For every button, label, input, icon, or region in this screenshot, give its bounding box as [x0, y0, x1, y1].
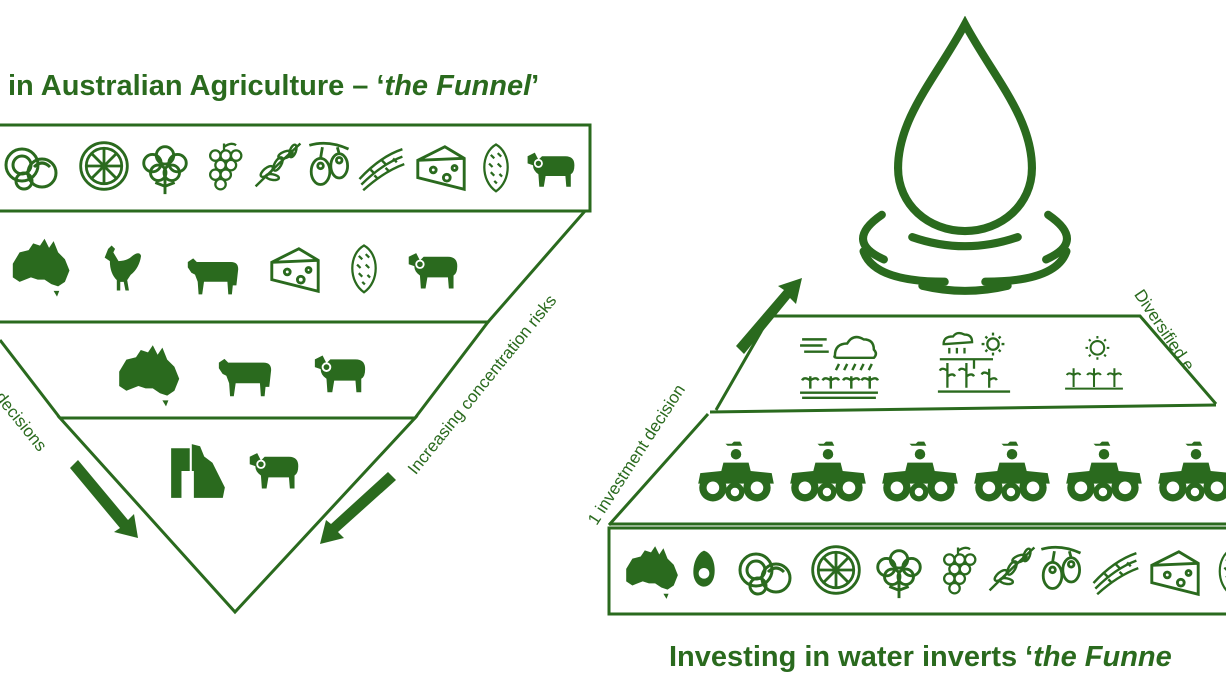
left-tier-1-box — [0, 123, 592, 213]
right-tier-3-box — [607, 526, 1226, 616]
coconut-icon — [4, 147, 58, 191]
sugarcane-icon — [358, 147, 406, 192]
australia-map-icon — [626, 546, 678, 599]
left-funnel-side-left — [0, 339, 62, 419]
right-tier-2-outline — [607, 413, 1226, 526]
cow-icon — [218, 358, 272, 397]
right-funnel — [607, 314, 1226, 616]
right-tier-1-outline — [714, 314, 1218, 411]
cattle-icon — [313, 354, 367, 394]
right-title-prefix: Investing in water inverts ‘ — [669, 641, 1034, 673]
left-tier-4-outline — [56, 416, 419, 615]
cotton-icon — [876, 549, 922, 600]
right-tier-1-icons — [798, 331, 1124, 400]
chicken-icon — [104, 245, 142, 291]
right-tier-2-icons — [698, 441, 1226, 502]
cattle-icon — [248, 451, 300, 490]
left-title-prefix: in Australian Agriculture – ‘ — [8, 70, 385, 102]
sunny-crops-icon — [1064, 334, 1124, 390]
cotton-icon — [142, 145, 188, 196]
grapes-icon — [942, 546, 977, 595]
olives-icon — [307, 141, 351, 187]
olive-branch-icon — [988, 546, 1036, 592]
tractor-icon — [698, 441, 774, 502]
australia-map-icon — [12, 238, 70, 297]
water-drop-icon — [863, 24, 1067, 291]
olives-icon — [1039, 545, 1083, 591]
left-title-suffix: ’ — [531, 70, 540, 102]
right-tier-divider-1 — [709, 403, 1217, 414]
cow-icon — [187, 258, 239, 295]
queensland-map-icon — [171, 444, 225, 498]
left-arrows — [70, 460, 396, 544]
citrus-slice-icon — [811, 545, 861, 595]
right-arrows — [736, 278, 802, 354]
almond-icon — [350, 243, 378, 294]
left-tier-3-icons — [119, 345, 367, 407]
cheese-icon — [1150, 550, 1200, 596]
left-tier-2-icons — [12, 238, 459, 297]
tractor-icon — [974, 441, 1050, 502]
avocado-icon — [693, 550, 715, 587]
right-funnel-title: Investing in water inverts ‘the Funne — [669, 641, 1172, 674]
left-arrow-down-left — [320, 472, 396, 544]
tractor-icon — [1158, 441, 1226, 502]
left-title-emphasis: the Funnel — [384, 70, 532, 102]
right-arrow-up-right — [736, 278, 802, 354]
grapes-icon — [208, 142, 243, 191]
tractor-icon — [882, 441, 958, 502]
cattle-icon — [526, 151, 576, 188]
right-tier-3-icons — [626, 545, 1226, 600]
left-tier-1-icons — [4, 141, 576, 196]
almond-icon — [482, 142, 510, 193]
left-tier-2-outline — [0, 209, 589, 324]
left-funnel-title: in Australian Agriculture – ‘the Funnel’ — [8, 70, 539, 103]
right-title-emphasis: the Funne — [1033, 641, 1172, 673]
irrigated-crops-icon — [936, 331, 1012, 393]
rain-cloud-crops-icon — [798, 335, 880, 400]
tractor-icon — [790, 441, 866, 502]
left-arrow-down-right — [70, 460, 138, 538]
australia-map-icon — [119, 345, 180, 407]
left-tier-4-icons — [171, 444, 300, 498]
left-funnel — [0, 123, 592, 615]
tractor-icon — [1066, 441, 1142, 502]
cheese-icon — [270, 247, 320, 293]
citrus-slice-icon — [79, 141, 129, 191]
sugarcane-icon — [1092, 551, 1140, 596]
almond-icon — [1218, 547, 1226, 596]
cattle-icon — [407, 251, 459, 290]
cheese-icon — [416, 145, 466, 191]
olive-branch-icon — [254, 142, 302, 188]
coconut-icon — [738, 552, 792, 596]
